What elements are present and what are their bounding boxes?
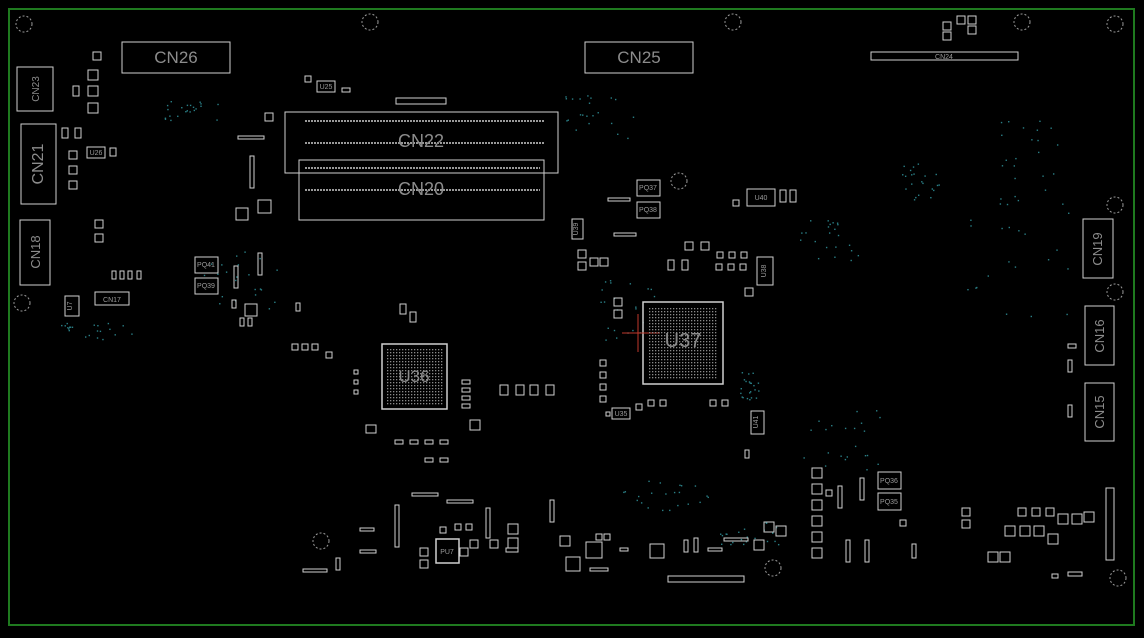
part-pq35: PQ35	[877, 492, 902, 511]
part-pq37: PQ37	[636, 179, 661, 197]
cn24-label: CN24	[935, 54, 953, 61]
connector-cn26: CN26	[121, 41, 231, 74]
cn15-label: CN15	[1092, 395, 1107, 428]
cn26-label: CN26	[154, 48, 197, 67]
connector-cn24: CN24	[870, 51, 1019, 61]
connector-cn25: CN25	[584, 41, 694, 74]
connector-cn20: CN20	[298, 159, 545, 221]
pq36-label: PQ36	[880, 478, 898, 485]
connector-cn21: CN21	[20, 123, 57, 205]
pq37-label: PQ37	[639, 185, 657, 192]
connector-cn23: CN23	[16, 66, 54, 112]
part-pq38: PQ38	[636, 201, 661, 219]
u35-label: U35	[615, 411, 628, 418]
u38-label: U38	[761, 264, 768, 277]
pu7-label: PU7	[440, 549, 454, 556]
connector-cn22: CN22	[284, 111, 559, 174]
cn22-label: CN22	[398, 131, 444, 151]
u25-label: U25	[320, 84, 333, 91]
part-pq41: PQ41	[194, 256, 219, 274]
connector-cn16: CN16	[1084, 305, 1115, 366]
chip-u41: U41	[750, 410, 765, 435]
pq39-label: PQ39	[197, 283, 215, 290]
passive-components	[61, 15, 1115, 583]
cn17-label: CN17	[103, 297, 121, 304]
cn18-label: CN18	[28, 235, 43, 268]
cn23-label: CN23	[31, 76, 42, 102]
chip-u35: U35	[611, 407, 631, 420]
chip-u40: U40	[746, 188, 776, 207]
part-pu7: PU7	[435, 538, 460, 564]
chip-u39: U39	[571, 218, 584, 240]
pq41-label: PQ41	[197, 262, 215, 269]
chip-u25: U25	[316, 80, 336, 93]
connector-cn18: CN18	[19, 219, 51, 286]
u39-label: U39	[573, 222, 580, 235]
u41-label: U41	[753, 415, 760, 428]
board-outline	[8, 8, 1135, 626]
part-pq36: PQ36	[877, 471, 902, 490]
cn21-label: CN21	[30, 143, 47, 184]
u7-label: U7	[67, 301, 74, 310]
connector-cn17: CN17	[94, 291, 130, 306]
part-pq39: PQ39	[194, 277, 219, 295]
cn19-label: CN19	[1090, 232, 1105, 265]
pq35-label: PQ35	[880, 499, 898, 506]
cn16-label: CN16	[1092, 319, 1107, 352]
u26-label: U26	[90, 150, 103, 157]
pq38-label: PQ38	[639, 207, 657, 214]
u40-label: U40	[755, 195, 768, 202]
chip-u38: U38	[756, 256, 774, 286]
cn25-label: CN25	[617, 48, 660, 67]
connector-cn15: CN15	[1084, 382, 1115, 442]
connector-cn19: CN19	[1082, 218, 1114, 279]
mounting-holes	[13, 13, 1127, 587]
chip-u7: U7	[64, 295, 80, 317]
cn20-label: CN20	[398, 179, 444, 199]
chip-u26: U26	[86, 146, 106, 159]
